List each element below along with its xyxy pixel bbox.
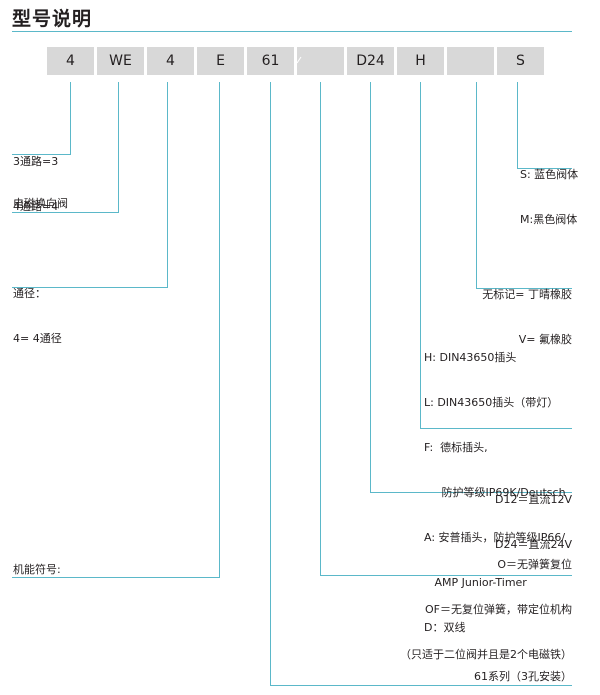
label-body: S: 蓝色阀体 M:黑色阀体 [520, 137, 578, 242]
leader-line-body [517, 82, 518, 169]
label-seal: 无标记= 丁晴橡胶 V= 氟橡胶 [482, 257, 572, 362]
leader-line-symbol [219, 82, 220, 578]
label-connector-line: L: DIN43650插头（带灯） [424, 396, 559, 409]
leader-line-valve-type-h [12, 212, 119, 213]
code-box-series: 61 [247, 47, 294, 75]
leader-line-voltage [370, 82, 371, 493]
leader-line-bore-h [12, 287, 168, 288]
code-box-seal [447, 47, 494, 75]
label-body-line: M:黑色阀体 [520, 213, 578, 226]
label-bore-line: 4= 4通径 [13, 332, 62, 345]
label-connector-line: A: 安普插头，防护等级IP66/ [424, 531, 566, 544]
code-box-symbol: E [197, 47, 244, 75]
leader-line-connector [420, 82, 421, 429]
label-seal-line: 无标记= 丁晴橡胶 [482, 288, 572, 301]
label-spring: O＝无弹簧复位 OF＝无复位弹簧，带定位机构 （只适于二位阀并且是2个电磁铁） [400, 527, 572, 677]
label-ports-line: 3通路=3 [13, 155, 59, 168]
label-seal-line: V= 氟橡胶 [518, 333, 572, 346]
label-ports-line: 4通路=4 [13, 200, 59, 213]
label-symbol: 机能符号: [13, 563, 61, 576]
label-connector-line: F: 德标插头, [424, 441, 488, 454]
label-valve-type: 电磁换向阀 [13, 197, 68, 210]
leader-line-seal [476, 82, 477, 289]
code-box-voltage: D24 [347, 47, 394, 75]
label-series: 61系列（3孔安装） [474, 670, 572, 683]
leader-line-ports [70, 82, 71, 155]
leader-line-symbol-h [12, 577, 220, 578]
label-connector-line: 防护等级IP69K/Deutsch [424, 486, 566, 499]
leader-line-body-h [517, 168, 572, 169]
leader-line-ports-h [12, 154, 71, 155]
label-spring-line: O＝无弹簧复位 [497, 558, 572, 571]
leader-line-spring-h [320, 575, 572, 576]
label-voltage-line: D24＝直流24V [495, 538, 572, 551]
label-connector-line: AMP Junior-Timer [424, 576, 527, 589]
label-bore-line: 通径： [13, 287, 46, 300]
label-bore: 通径： 4= 4通径 [13, 256, 62, 361]
code-box-spring [297, 47, 344, 75]
label-ports: 3通路=3 4通路=4 [13, 124, 58, 229]
leader-line-voltage-h [370, 492, 572, 493]
leader-line-series-h [270, 685, 572, 686]
title-divider [12, 31, 572, 32]
leader-line-valve-type [118, 82, 119, 213]
leader-line-series [270, 82, 271, 686]
leader-line-spring [320, 82, 321, 576]
label-connector: H: DIN43650插头 L: DIN43650插头（带灯） F: 德标插头,… [424, 320, 566, 650]
label-voltage: D12＝直流12V D24＝直流24V [495, 462, 572, 567]
page-title: 型号说明 [12, 8, 93, 30]
leader-line-bore [167, 82, 168, 288]
leader-line-connector-h [420, 428, 572, 429]
leader-line-seal-h [476, 288, 572, 289]
code-box-bore: 4 [147, 47, 194, 75]
slash-mark-icon [296, 56, 302, 64]
code-box-valve-type: WE [97, 47, 144, 75]
label-body-line: S: 蓝色阀体 [520, 168, 579, 181]
label-connector-line: D：双线 [424, 621, 466, 634]
code-box-ports: 4 [47, 47, 94, 75]
label-voltage-line: D12＝直流12V [495, 493, 572, 506]
label-spring-line: （只适于二位阀并且是2个电磁铁） [400, 648, 572, 661]
code-box-connector: H [397, 47, 444, 75]
label-spring-line: OF＝无复位弹簧，带定位机构 [425, 603, 572, 616]
label-connector-line: H: DIN43650插头 [424, 351, 517, 364]
code-box-body: S [497, 47, 544, 75]
